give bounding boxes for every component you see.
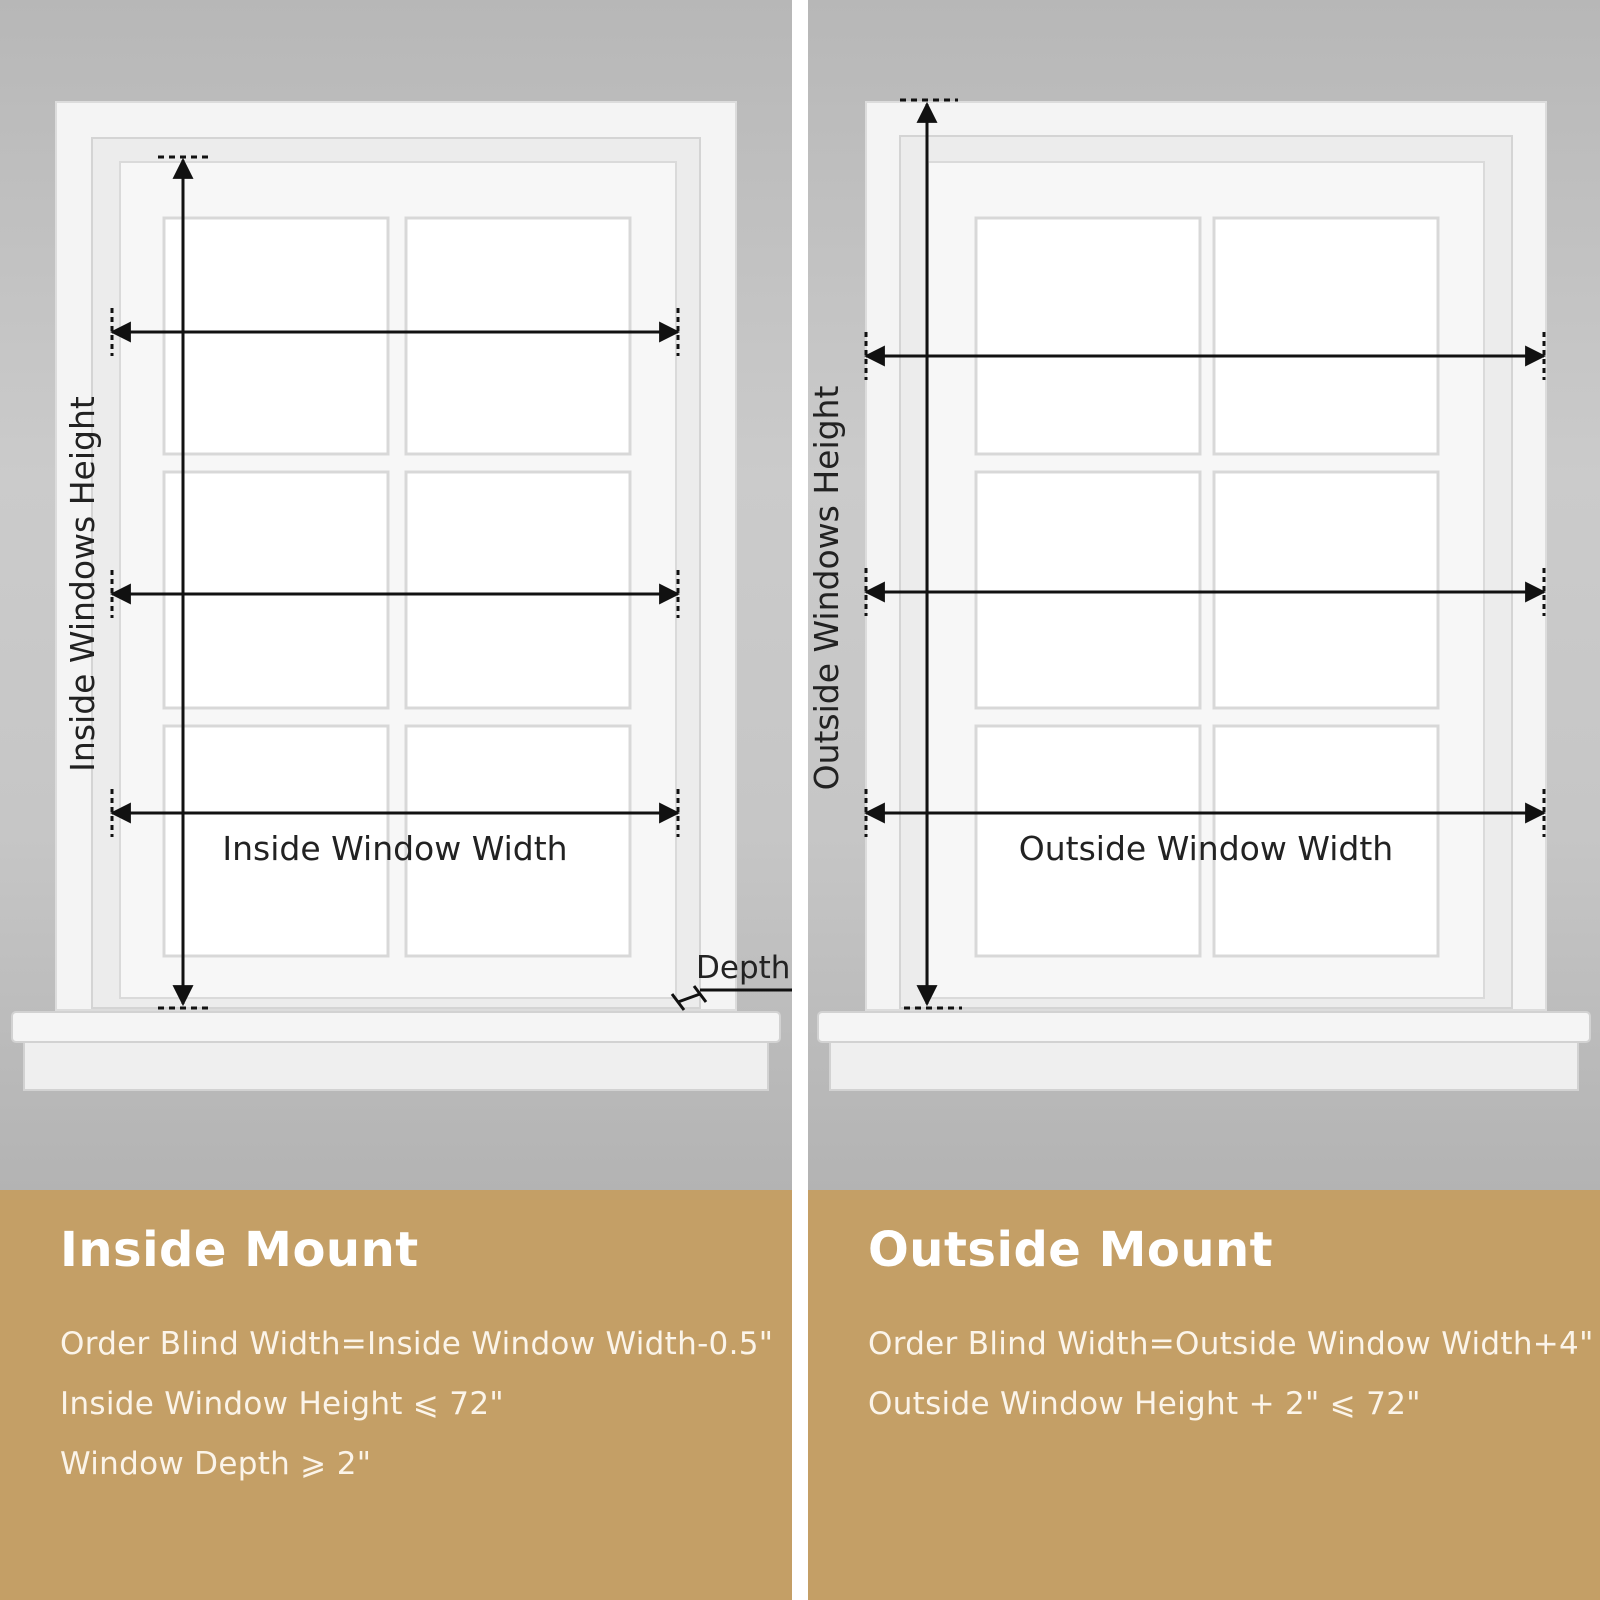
- outside-window-illustration: Outside Windows Height Outside Window Wi…: [808, 98, 1591, 1091]
- inside-window-illustration: Depth Inside Windows Height Inside Windo…: [11, 101, 792, 1091]
- caption-band: [808, 1190, 1600, 1600]
- window-apron: [23, 1041, 769, 1091]
- inside-width-label: Inside Window Width: [222, 829, 567, 868]
- inside-height-label: Inside Windows Height: [63, 396, 102, 772]
- inside-mount-title: Inside Mount: [60, 1222, 419, 1278]
- window-panes: [974, 216, 1440, 958]
- window-sill: [817, 1011, 1591, 1043]
- outside-rule-height: Outside Window Height + 2" ⩽ 72": [868, 1386, 1421, 1422]
- depth-indicator: [670, 985, 792, 1011]
- window-sill: [11, 1011, 781, 1043]
- outside-height-label: Outside Windows Height: [808, 386, 846, 791]
- inside-rule-width: Order Blind Width=Inside Window Width-0.…: [60, 1326, 774, 1362]
- outside-mount-panel: Outside Windows Height Outside Window Wi…: [808, 0, 1600, 1600]
- inside-mount-panel: Depth Inside Windows Height Inside Windo…: [0, 0, 792, 1600]
- outside-mount-title: Outside Mount: [868, 1222, 1274, 1278]
- window-apron: [829, 1041, 1579, 1091]
- inside-rule-depth: Window Depth ⩾ 2": [60, 1446, 372, 1482]
- outside-rule-width: Order Blind Width=Outside Window Width+4…: [868, 1326, 1594, 1362]
- outside-width-label: Outside Window Width: [1019, 829, 1393, 868]
- caption-band: [0, 1190, 792, 1600]
- depth-label: Depth: [696, 950, 790, 986]
- inside-rule-height: Inside Window Height ⩽ 72": [60, 1386, 504, 1422]
